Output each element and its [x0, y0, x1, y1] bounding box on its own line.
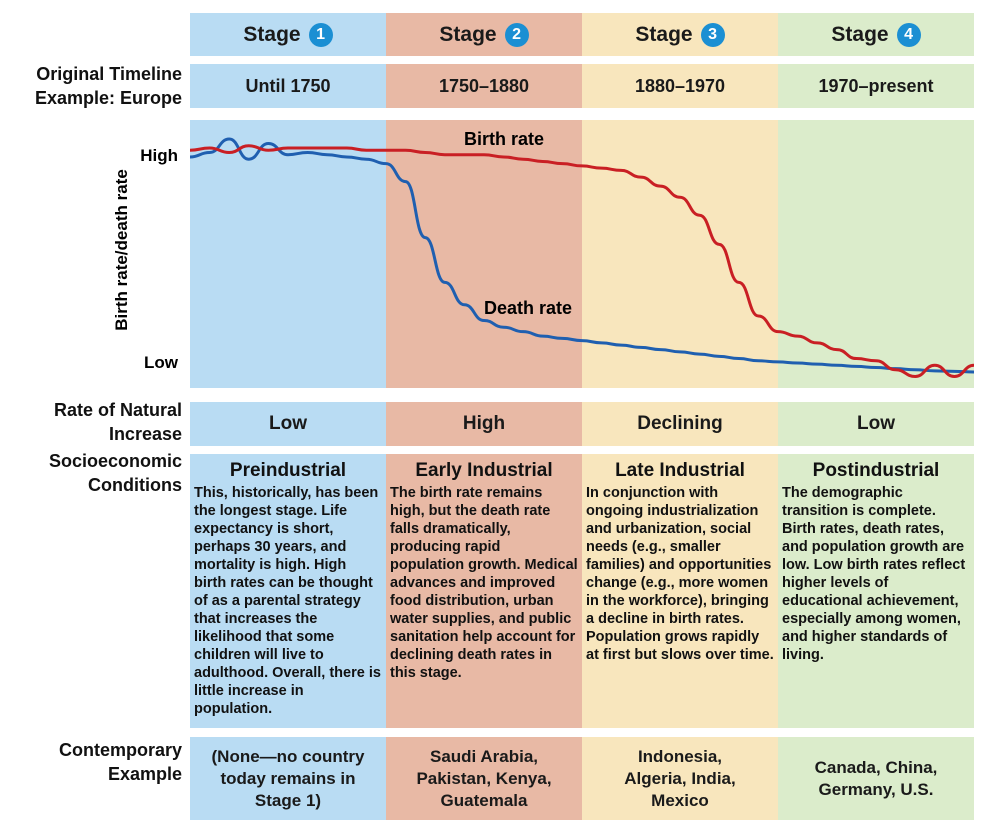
- stage4-socio: Postindustrial The demographic transitio…: [778, 454, 974, 728]
- stage3-timeline: 1880–1970: [634, 75, 726, 96]
- stage-label: Stage: [439, 22, 497, 46]
- birth-death-rate-chart: Birth rate/death rate High Low Birth rat…: [112, 129, 975, 378]
- death-rate-series-label: Death rate: [484, 298, 572, 318]
- socio-title: Late Industrial: [615, 460, 745, 481]
- stage4-rate: Low: [857, 413, 895, 434]
- stage4-header: Stage 4: [778, 13, 974, 56]
- stage-number-badge: 2: [504, 22, 529, 47]
- stage3-example: Indonesia, Algeria, India, Mexico: [624, 746, 736, 810]
- socio-text: This, historically, has been the longest…: [194, 485, 381, 717]
- socio-text: In conjunction with ongoing industrializ…: [586, 485, 774, 663]
- socio-text: The birth rate remains high, but the dea…: [390, 485, 578, 681]
- death-rate-line: [189, 137, 975, 374]
- stage-number-badge: 4: [896, 22, 921, 47]
- socio-title: Early Industrial: [415, 460, 553, 481]
- stage-number-badge: 1: [308, 22, 333, 47]
- stage-label: Stage: [635, 22, 693, 46]
- socio-title: Preindustrial: [229, 460, 347, 481]
- y-tick-low: Low: [144, 353, 179, 372]
- stage2-column: [386, 13, 582, 820]
- birth-rate-series-label: Birth rate: [464, 129, 544, 149]
- stage3-column: [582, 13, 778, 820]
- stage-label: Stage: [243, 22, 301, 46]
- timeline-row-label: Original Timeline Example: Europe: [34, 64, 182, 108]
- stage1-socio: Preindustrial This, historically, has be…: [190, 454, 386, 728]
- stage2-rate: High: [462, 413, 506, 434]
- stage3-rate: Declining: [637, 413, 723, 434]
- row-separator: [190, 728, 974, 737]
- y-axis-label: Birth rate/death rate: [112, 169, 131, 331]
- example-row-label: Contemporary Example: [58, 740, 182, 784]
- row-separator: [190, 108, 974, 120]
- stage-label: Stage: [831, 22, 889, 46]
- socio-title: Postindustrial: [812, 460, 940, 481]
- stage2-header: Stage 2: [386, 13, 582, 56]
- rate-row-label: Rate of Natural Increase: [53, 400, 182, 444]
- stage1-timeline: Until 1750: [245, 75, 331, 96]
- stage4-timeline: 1970–present: [818, 75, 934, 96]
- stage2-socio: Early Industrial The birth rate remains …: [386, 454, 582, 728]
- stage1-example: (None—no country today remains in Stage …: [211, 746, 365, 810]
- stage1-header: Stage 1: [190, 13, 386, 56]
- socio-text: The demographic transition is complete. …: [782, 485, 966, 663]
- stage2-example: Saudi Arabia, Pakistan, Kenya, Guatemala: [416, 746, 552, 810]
- stage2-timeline: 1750–1880: [438, 75, 530, 96]
- row-separator: [190, 56, 974, 64]
- stage-number-badge: 3: [700, 22, 725, 47]
- stage4-column: [778, 13, 974, 820]
- row-separator: [190, 388, 974, 402]
- stage3-socio: Late Industrial In conjunction with ongo…: [582, 454, 778, 728]
- stage3-header: Stage 3: [582, 13, 778, 56]
- stage4-example: Canada, China, Germany, U.S.: [814, 757, 938, 799]
- birth-rate-line: [189, 144, 975, 378]
- socio-row-label: Socioeconomic Conditions: [48, 451, 182, 495]
- row-separator: [190, 446, 974, 454]
- y-tick-high: High: [140, 146, 178, 165]
- stage1-rate: Low: [269, 413, 307, 434]
